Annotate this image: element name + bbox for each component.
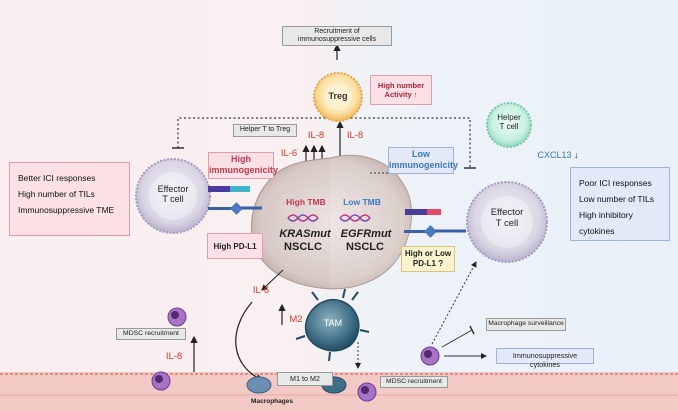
pd1-right (404, 230, 426, 233)
macrophage-1 (246, 376, 272, 394)
immunosuppressive-cytokines-box: Immunosuppressive cytokines (496, 348, 594, 368)
il8-top-label-1: IL-8 (307, 130, 325, 141)
high-low-pdl1-box: High or Low PD-L1 ? (401, 246, 455, 272)
low-immunogenicity-box: Low immunogenicity (388, 147, 458, 174)
helper-t-cell (486, 102, 532, 148)
macrophages-label: Macrophages (251, 398, 293, 405)
arrow-mdsc-effector (431, 261, 477, 345)
mdsc-recruitment-right-box: MDSC recruitment (380, 376, 448, 388)
arrow-down-icon: ↓ (574, 150, 579, 160)
left-outcome-1: Better ICI responses (18, 173, 96, 183)
dna-left (287, 214, 319, 222)
il8-top-label-2: IL-8 (346, 130, 364, 141)
dna-right (339, 214, 371, 222)
tam-label: TAM (323, 318, 343, 328)
right-outcome-2: Low number of TILs (579, 194, 654, 205)
high-immunogenicity-box: High immunogenicity (208, 152, 278, 179)
nsclc-right-label: NSCLC (346, 241, 384, 253)
arrow-tumor-il6 (261, 269, 284, 291)
nsclc-left-label: NSCLC (284, 241, 322, 253)
m2-label: M2 (289, 314, 303, 325)
il8-left-label: IL-8 (165, 351, 183, 362)
left-outcome-2: High number of TILs (18, 189, 95, 200)
tam-cell (304, 298, 360, 352)
cxcl13-label: CXCL13 ↓ (528, 150, 588, 160)
treg-label: Treg (328, 91, 348, 101)
left-outcomes-box: Better ICI responses High number of TILs… (9, 162, 130, 236)
pd1-left (208, 207, 232, 210)
right-outcomes-box: Poor ICI responses Low number of TILs Hi… (570, 167, 670, 241)
mdsc-recruitment-left-box: MDSC recruitment (116, 328, 186, 340)
arrow-il6-macrophage (235, 301, 264, 381)
helper-to-treg-box: Helper T to Treg (233, 124, 297, 137)
cxcl13-text: CXCL13 (537, 150, 572, 160)
tcr-left (208, 186, 230, 192)
macrophage-surveillance-box: Macrophage surveillance (486, 318, 566, 331)
activity-text: Activity (384, 90, 412, 99)
high-number-box: High number Activity ↑ (370, 75, 432, 105)
left-outcome-3: Immunosuppressive TME (18, 205, 115, 216)
high-tmb-label: High TMB (286, 197, 326, 207)
right-outcome-3: High inhibitory cytokines (579, 210, 633, 237)
low-tmb-label: Low TMB (343, 197, 381, 207)
arrow-up-icon: ↑ (413, 90, 418, 99)
tumor-cell (251, 154, 413, 290)
inhibit-macrophage-surveillance (441, 329, 473, 348)
pdl1-left (230, 202, 243, 215)
right-outcome-1: Poor ICI responses (579, 178, 652, 188)
recruitment-box: Recruitment of immunosuppressive cells (282, 26, 392, 46)
high-pdl1-box: High PD-L1 (207, 233, 263, 259)
pdl1-right (424, 225, 437, 238)
il6-mid-label: IL-6 (252, 285, 270, 296)
tcr-right (405, 209, 427, 215)
treg-inhibition-line (177, 117, 471, 168)
m1-to-m2-box: M1 to M2 (277, 372, 333, 386)
high-number-text: High number (377, 81, 425, 90)
egfr-label: EGFRmut (340, 228, 392, 240)
helper-t-label: Helper T cell (497, 113, 521, 132)
il6-top-label: IL-6 (280, 148, 298, 159)
effector-left-label: Effector T cell (157, 184, 189, 205)
effector-right-label: Effector T cell (490, 207, 524, 229)
kras-label: KRASmut (279, 228, 331, 240)
